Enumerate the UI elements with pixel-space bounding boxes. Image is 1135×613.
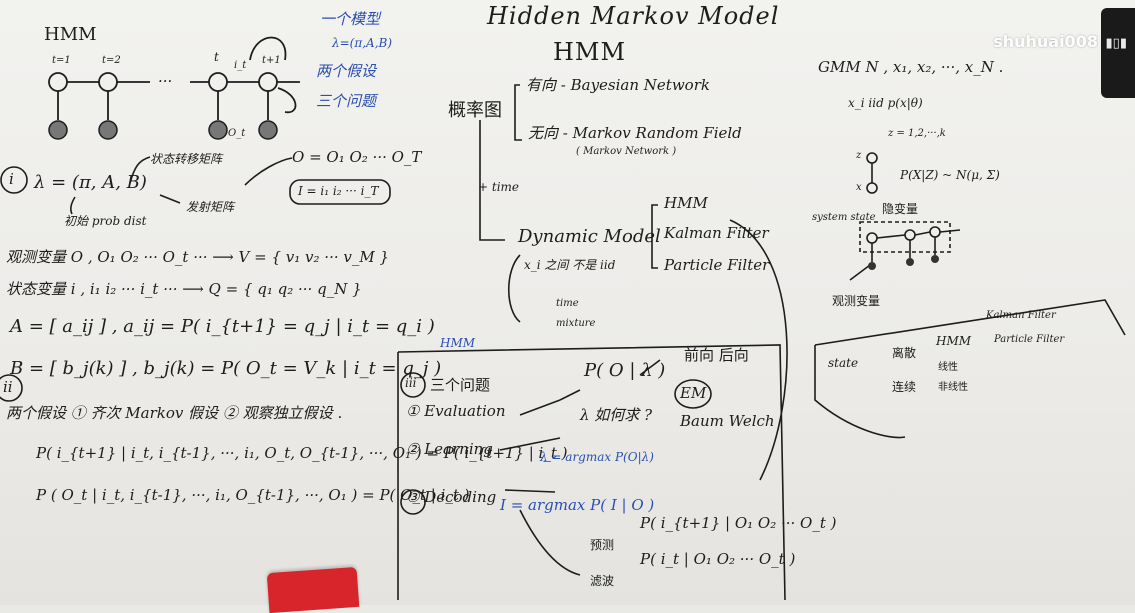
it-label: i_t bbox=[234, 60, 247, 71]
B-definition: B = [ b_j(k) ] , b_j(k) = P( O_t = V_k |… bbox=[10, 358, 442, 379]
em-label: EM bbox=[680, 384, 707, 402]
dm-hmm: HMM bbox=[664, 194, 708, 212]
markov-network: ( Markov Network ) bbox=[576, 146, 677, 157]
box-hmm-label: HMM bbox=[440, 336, 476, 350]
init-dist-label: 初始 prob dist bbox=[64, 214, 147, 228]
undirected-mrf: 无向 - Markov Random Field bbox=[528, 124, 742, 142]
continuous-label: 连续 bbox=[892, 380, 917, 394]
lambda-argmax: λ = argmax P(O|λ) bbox=[540, 450, 654, 464]
predict-label: 预测 bbox=[590, 538, 615, 552]
pxz-gaussian: P(X|Z) ~ N(μ, Σ) bbox=[900, 168, 1000, 182]
p-predict: P( i_{t+1} | O₁ O₂ ··· O_t ) bbox=[640, 514, 837, 532]
page-subtitle: HMM bbox=[553, 38, 627, 66]
system-state: system state bbox=[812, 212, 876, 223]
forward-backward: 前向 后向 bbox=[684, 346, 749, 364]
plus-time: + time bbox=[478, 180, 520, 194]
box-hmm: HMM bbox=[936, 334, 972, 348]
emit-matrix-label: 发射矩阵 bbox=[186, 200, 235, 214]
discrete-label: 离散 bbox=[892, 346, 917, 360]
lambda-def: λ = (π, A, B) bbox=[34, 172, 147, 193]
note-three-problems: 三个问题 bbox=[316, 92, 377, 110]
how-to-solve: λ 如何求 ? bbox=[580, 406, 653, 424]
mixture-label: mixture bbox=[556, 318, 596, 329]
baum-welch: Baum Welch bbox=[680, 412, 775, 430]
chain-dots: ··· bbox=[158, 72, 173, 90]
assumptions-line: 两个假设 ① 齐次 Markov 假设 ② 观察独立假设 . bbox=[6, 404, 343, 422]
kf-label: Kalman Filter bbox=[986, 310, 1056, 321]
t-label: t bbox=[214, 50, 219, 64]
learning: ② Learning bbox=[406, 440, 493, 458]
obs-var-line: 观测变量 O , O₁ O₂ ··· O_t ··· ⟶ V = { v₁ v₂… bbox=[6, 248, 390, 266]
xi-iid: x_i iid p(x|θ) bbox=[848, 96, 923, 110]
nonlinear-label: 非线性 bbox=[938, 382, 968, 393]
not-iid-note: x_i 之间 不是 iid bbox=[524, 258, 616, 272]
note-two-assumptions: 两个假设 bbox=[316, 62, 377, 80]
prob-graph-label: 概率图 bbox=[448, 100, 502, 121]
section-ii-label: ii bbox=[3, 378, 13, 396]
dm-kalman: Kalman Filter bbox=[664, 224, 769, 242]
obs-seq: O = O₁ O₂ ··· O_T bbox=[292, 148, 422, 166]
p-o-lambda: P( O | λ ) bbox=[584, 360, 666, 381]
linear-label: 线性 bbox=[938, 362, 958, 373]
section-iii-label: iii bbox=[405, 376, 417, 390]
gmm-line: GMM N , x₁, x₂, ···, x_N . bbox=[818, 58, 1004, 76]
i-argmax: I = argmax P( I | O ) bbox=[500, 496, 655, 514]
p-filter: P( i_t | O₁ O₂ ··· O_t ) bbox=[640, 550, 796, 568]
marker-pen bbox=[1101, 8, 1135, 98]
dynamic-model: Dynamic Model bbox=[518, 226, 661, 247]
directed-bn: 有向 - Bayesian Network bbox=[526, 76, 710, 94]
dm-particle: Particle Filter bbox=[664, 256, 770, 274]
x-node-label: x bbox=[856, 182, 862, 193]
section-i-label: i bbox=[9, 170, 14, 188]
state-seq: I = i₁ i₂ ··· i_T bbox=[298, 184, 379, 198]
note-lambda: λ=(π,A,B) bbox=[332, 36, 393, 50]
time-label: time bbox=[556, 298, 579, 309]
hidden-var: 隐变量 bbox=[882, 202, 919, 216]
state-var-line: 状态变量 i , i₁ i₂ ··· i_t ··· ⟶ Q = { q₁ q₂… bbox=[6, 280, 362, 298]
A-definition: A = [ a_ij ] , a_ij = P( i_{t+1} = q_j |… bbox=[10, 316, 435, 337]
homogeneous-markov-eq: P( i_{t+1} | i_t, i_{t-1}, ···, i₁, O_t,… bbox=[36, 444, 568, 462]
filter-label: 滤波 bbox=[590, 574, 615, 588]
trans-matrix-label: 状态转移矩阵 bbox=[150, 152, 223, 166]
box-state: state bbox=[828, 356, 859, 370]
obs-independence-eq: P ( O_t | i_t, i_{t-1}, ···, i₁, O_{t-1}… bbox=[36, 486, 470, 504]
decoding: ③ Decoding bbox=[406, 488, 497, 506]
t2-label: t=2 bbox=[102, 55, 121, 66]
evaluation: ① Evaluation bbox=[406, 402, 506, 420]
watermark-text: shuhuai008 bbox=[993, 32, 1098, 51]
note-one-model: 一个模型 bbox=[320, 10, 381, 28]
bilibili-logo-icon: ▮▯▮ bbox=[1105, 36, 1127, 51]
t1-label: t=1 bbox=[52, 55, 71, 66]
z-node-label: z bbox=[856, 150, 862, 161]
ot-label: O_t bbox=[228, 128, 246, 139]
t1plus-label: t+1 bbox=[262, 55, 281, 66]
obs-var-label: 观测变量 bbox=[832, 294, 881, 308]
three-problems: 三个问题 bbox=[430, 376, 491, 394]
z-range: z = 1,2,···,k bbox=[888, 128, 946, 139]
hmm-label: HMM bbox=[44, 24, 97, 45]
channel-watermark: shuhuai008 ▮▯▮ bbox=[993, 32, 1127, 51]
pf-label: Particle Filter bbox=[994, 334, 1065, 345]
page-title: Hidden Markov Model bbox=[487, 2, 780, 30]
eraser bbox=[266, 566, 360, 613]
